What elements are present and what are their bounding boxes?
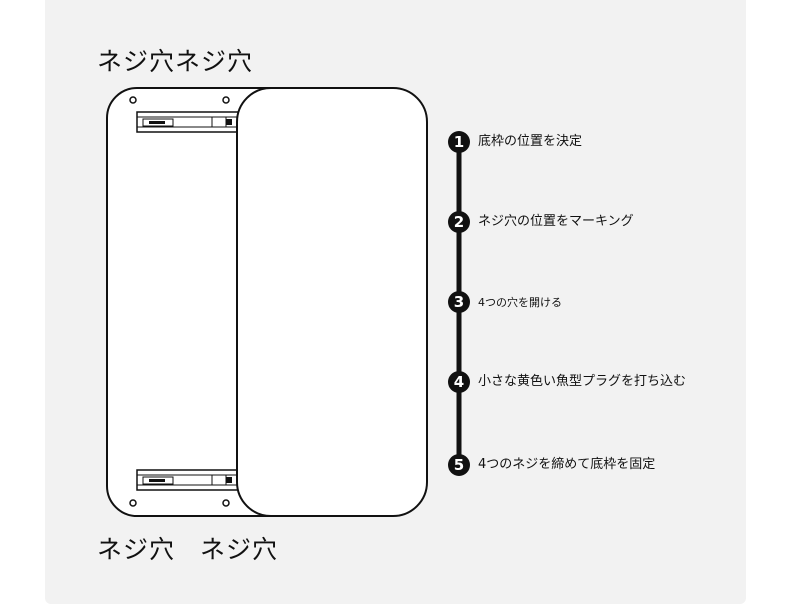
step-number-badge: 1 <box>448 131 470 153</box>
top-rail <box>136 111 240 133</box>
step-text: ネジ穴の位置をマーキング <box>478 214 634 229</box>
screw-hole-label-bottom-left: ネジ穴 <box>97 535 176 564</box>
step-text: 4つの穴を開ける <box>478 296 562 309</box>
screw-hole-label-top: ネジ穴ネジ穴 <box>97 47 254 76</box>
step-5: 5 4つのネジを締めて底枠を固定 <box>448 454 655 476</box>
step-number-badge: 4 <box>448 371 470 393</box>
screw-hole-top-left <box>129 96 137 104</box>
screw-hole-top-right <box>222 96 230 104</box>
step-number-badge: 2 <box>448 211 470 233</box>
step-text: 小さな黄色い魚型プラグを打ち込む <box>478 374 687 389</box>
screw-hole-label-bottom-right: ネジ穴 <box>200 535 279 564</box>
screw-hole-bottom-left <box>129 499 137 507</box>
step-2: 2 ネジ穴の位置をマーキング <box>448 211 634 233</box>
front-panel <box>236 87 428 517</box>
screw-hole-bottom-right <box>222 499 230 507</box>
step-4: 4 小さな黄色い魚型プラグを打ち込む <box>448 371 688 393</box>
step-text: 4つのネジを締めて底枠を固定 <box>478 457 656 472</box>
step-number-badge: 5 <box>448 454 470 476</box>
step-1: 1 底枠の位置を決定 <box>448 131 582 153</box>
step-number-badge: 3 <box>448 291 470 313</box>
step-text: 底枠の位置を決定 <box>478 134 583 149</box>
bottom-rail <box>136 469 240 491</box>
step-3: 3 4つの穴を開ける <box>448 291 562 313</box>
